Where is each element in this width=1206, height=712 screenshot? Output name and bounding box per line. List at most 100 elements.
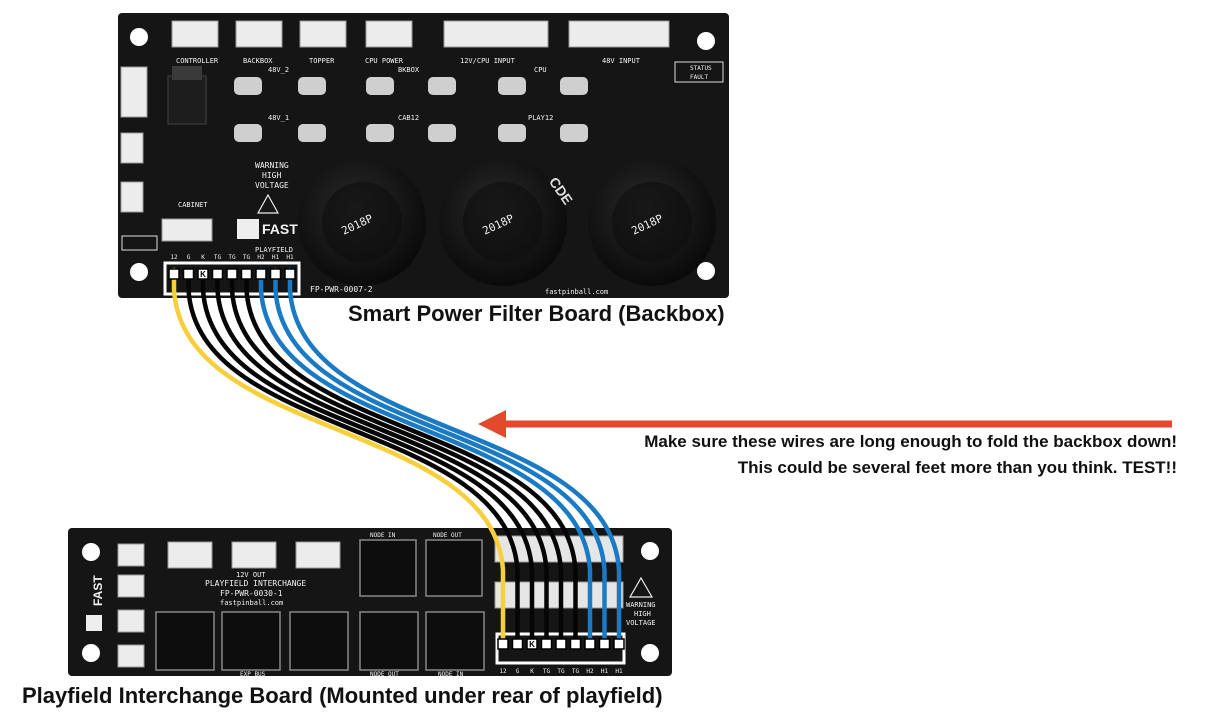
bottom-pin-label: H2 — [586, 668, 594, 675]
top-connector-row — [171, 20, 670, 48]
top-pin-label: H1 — [272, 254, 280, 261]
label-node-in-bottom: NODE IN — [438, 671, 464, 678]
top-pin-label: K — [201, 254, 205, 261]
wire-h1-8 — [287, 267, 622, 643]
fuse-label-48v-1: 48V_1 — [268, 114, 289, 122]
warning-triangle-bottom-icon — [628, 576, 654, 598]
red-arrow — [478, 410, 1172, 438]
note-line-2: This could be several feet more than you… — [737, 458, 1177, 477]
header-pin — [497, 638, 509, 650]
bottom-pin-label: TG — [543, 668, 551, 675]
warning-triangle-icon — [256, 193, 280, 214]
top-pin-label: TG — [214, 254, 222, 261]
label-exp-bus: EXP BUS — [240, 671, 266, 678]
wire-h1-7 — [273, 267, 607, 643]
header-pin — [226, 268, 238, 280]
header-pin — [598, 638, 611, 650]
label-topper: TOPPER — [309, 57, 335, 65]
bottom-pin-label: G — [516, 668, 520, 675]
header-pin — [255, 268, 267, 280]
bottom-warning-line1: WARNING — [626, 601, 656, 609]
wire-harness: KK — [168, 267, 625, 650]
wire-tg-3 — [215, 267, 549, 643]
label-node-out-top: NODE OUT — [433, 532, 462, 539]
bottom-pin-label: TG — [572, 668, 580, 675]
label-cpu-power: CPU POWER — [365, 57, 404, 65]
header-pin — [240, 268, 253, 280]
bottom-title: PLAYFIELD INTERCHANGE — [205, 579, 306, 588]
capacitor-2: 2018P CDE — [439, 158, 576, 286]
status-label: STATUS — [690, 65, 712, 72]
label-12v-out: 12V OUT — [236, 571, 266, 579]
label-12v-cpu-input: 12V/CPU INPUT — [460, 57, 516, 65]
capacitor-1: 2018P — [298, 158, 426, 286]
header-pin — [168, 268, 180, 280]
wire-tg-4 — [229, 267, 564, 643]
warning-line1: WARNING — [255, 161, 289, 170]
top-pin-label: H2 — [257, 254, 265, 261]
capacitor-3: 2018P — [588, 158, 716, 286]
fuse-label-48v-2: 48V_2 — [268, 66, 289, 74]
key-pin-label: K — [200, 270, 206, 279]
fast-logo-icon — [237, 219, 259, 239]
fuse-label-bkbox: BKBOX — [398, 66, 420, 74]
wire-k-2 — [200, 267, 535, 643]
bottom-header-pin-labels: 12 G K TG TG TG H2 H1 H1 — [499, 668, 623, 675]
header-pin — [526, 638, 538, 650]
warning-line2: HIGH — [262, 171, 281, 180]
fault-label: FAULT — [690, 74, 708, 81]
fuse-label-cab12: CAB12 — [398, 114, 419, 122]
wire-tg-5 — [244, 267, 578, 643]
top-board-caption: Smart Power Filter Board (Backbox) — [348, 301, 725, 326]
wire-12-0 — [171, 267, 506, 643]
brand-logo-bottom-text: FAST — [91, 575, 105, 606]
wire-h2-6 — [258, 267, 593, 643]
top-pin-label: TG — [228, 254, 236, 261]
smart-power-filter-board: CONTROLLER BACKBOX TOPPER CPU POWER 12V/… — [118, 13, 729, 298]
fuse-label-play12: PLAY12 — [528, 114, 553, 122]
bottom-pin-label: TG — [557, 668, 565, 675]
label-node-in-top: NODE IN — [370, 532, 396, 539]
top-website: fastpinball.com — [545, 288, 608, 296]
playfield-interchange-board: 12V OUT PLAYFIELD INTERCHANGE FP-PWR-003… — [68, 528, 672, 678]
bottom-part-number: FP-PWR-0030-1 — [220, 589, 283, 598]
bottom-warning-line2: HIGH — [634, 610, 651, 618]
top-pin-label: G — [187, 254, 191, 261]
header-pin — [511, 638, 524, 650]
header-pin — [211, 268, 224, 280]
label-controller: CONTROLLER — [176, 57, 219, 65]
top-pin-label: 12 — [170, 254, 178, 261]
bottom-pin-label: H1 — [601, 668, 609, 675]
bottom-pin-label: H1 — [615, 668, 623, 675]
header-pin — [584, 638, 596, 650]
header-pin — [182, 268, 195, 280]
label-node-out-bottom: NODE OUT — [370, 671, 399, 678]
header-pin — [555, 638, 567, 650]
fuse-block — [234, 77, 588, 142]
warning-line3: VOLTAGE — [255, 181, 289, 190]
wire-g-1 — [186, 267, 520, 643]
bottom-pin-label: K — [530, 668, 534, 675]
cabinet-label: CABINET — [178, 201, 208, 209]
header-pin — [269, 268, 282, 280]
top-part-number: FP-PWR-0007-2 — [310, 285, 373, 294]
bottom-website: fastpinball.com — [220, 599, 283, 607]
header-pin — [540, 638, 553, 650]
key-pin-label: K — [529, 640, 535, 649]
top-pin-label: H1 — [286, 254, 294, 261]
rj45-jacks — [155, 539, 485, 671]
label-backbox: BACKBOX — [243, 57, 273, 65]
header-pin — [284, 268, 296, 280]
bottom-warning-line3: VOLTAGE — [626, 619, 656, 627]
top-pin-label: TG — [243, 254, 251, 261]
playfield-label: PLAYFIELD — [255, 246, 293, 254]
header-pin — [569, 638, 582, 650]
brand-logo-text: FAST — [262, 221, 298, 237]
header-pin — [197, 268, 209, 280]
fuse-label-cpu: CPU — [534, 66, 547, 74]
fast-logo-bottom-icon — [86, 615, 102, 631]
header-pin — [613, 638, 625, 650]
bottom-pin-label: 12 — [499, 668, 507, 675]
label-48v-input: 48V INPUT — [602, 57, 641, 65]
